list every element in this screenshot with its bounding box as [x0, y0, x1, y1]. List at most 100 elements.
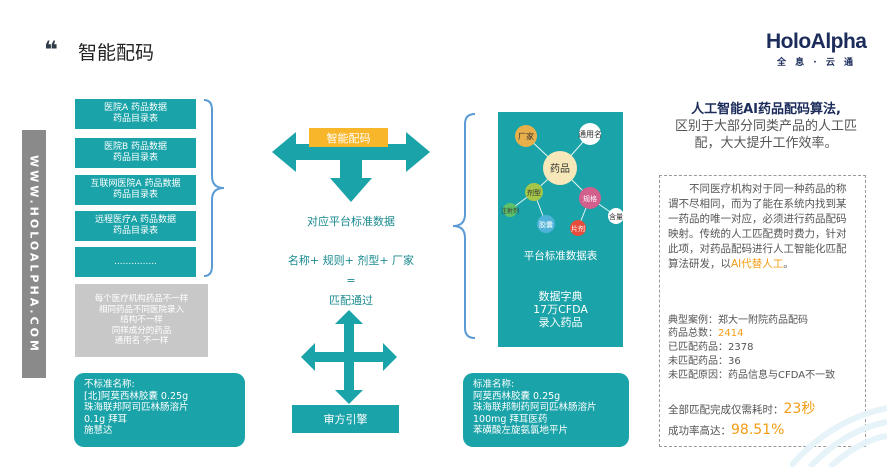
left-brace	[203, 99, 225, 277]
description-body: 不同医疗机构对于同一种药品的称谓不尽相同，而为了能在系统内找到某一药品的唯一对应…	[668, 183, 847, 270]
four-way-arrow	[301, 310, 397, 404]
case-reason: 未匹配原因：药品信息与CFDA不一致	[668, 369, 835, 382]
match-formula: 名称+ 规则+ 剂型+ 厂家	[287, 254, 415, 267]
quote-mark-icon: ❝	[44, 36, 58, 64]
match-result: 匹配通过	[329, 294, 373, 307]
node-label: 厂家	[518, 131, 534, 141]
source-box-telemedicine: 远程医疗A 药品数据 药品目录表	[75, 211, 196, 241]
standard-line: 苯磺酸左旋氨氯地平片	[473, 425, 569, 436]
source-line2: 药品目录表	[112, 114, 158, 124]
node-content	[608, 208, 623, 224]
equals-sign: =	[346, 274, 356, 287]
source-line2: 药品目录表	[112, 153, 158, 163]
nonstandard-line: 0.1g 拜耳	[84, 413, 128, 425]
note-line: 同样成分的药品	[111, 325, 172, 336]
node-label: 含量	[609, 212, 623, 221]
description-end: 。	[783, 258, 794, 270]
audit-engine-box: 审方引擎	[292, 405, 399, 433]
case-unmatched-label: 未匹配药品：	[668, 356, 728, 367]
source-line2: 药品目录表	[112, 226, 158, 236]
case-reason-label: 未匹配原因：	[668, 370, 728, 381]
nonstandard-line: [北]阿莫西林胶囊 0.25g	[84, 390, 189, 402]
case-total: 药品总数：2414	[668, 327, 743, 340]
dict-line: 数据字典	[538, 290, 583, 303]
source-line1: 互联网医院A 药品数据	[90, 179, 181, 189]
case-title: 典型案例：郑大一附院药品配码	[668, 315, 808, 326]
side-bar-url: WWW.HOLOALPHA.COM	[27, 154, 41, 354]
data-dictionary-text: 数据字典 17万CFDA 录入药品	[498, 290, 623, 329]
nonstandard-header: 不标准名称:	[84, 379, 135, 390]
note-box: 每个医疗机构药品不一样 相同药品不同医院录入 结构不一样 同样成分的药品 通用名…	[75, 284, 208, 357]
node-generic-name	[579, 123, 601, 145]
note-line: 每个医疗机构药品不一样	[94, 294, 189, 305]
description-text: 不同医疗机构对于同一种药品的称谓不尽相同，而为了能在系统内找到某一药品的唯一对应…	[668, 182, 856, 272]
description-panel	[659, 175, 866, 447]
side-bar	[22, 130, 46, 378]
case-matched-label: 已匹配药品：	[668, 342, 728, 353]
source-box-internet-hospital: 互联网医院A 药品数据 药品目录表	[75, 175, 196, 205]
case-rate-label: 成功率高达：	[668, 425, 731, 437]
drug-attribute-molecule: 厂家 通用名 药品 剂型 规格 含量 注射剂 胶囊 片剂	[501, 123, 623, 236]
logo-text: HoloAlpha	[766, 30, 867, 53]
headline: 人工智能AI药品配码算法, 区别于大部分同类产品的人工匹配，大大提升工作效率。	[666, 101, 866, 152]
case-matched: 已匹配药品：2378	[668, 341, 753, 354]
case-unmatched: 未匹配药品：36	[668, 355, 741, 368]
case-rate-value: 98.51%	[731, 422, 785, 438]
standard-names-box: 标准名称: 阿莫西林胶囊 0.25g 珠海联邦制药阿司匹林肠溶片 100mg 拜…	[463, 373, 629, 447]
node-drug-center	[543, 151, 577, 185]
headline-highlight: 人工智能AI药品配码算法,	[691, 102, 841, 117]
headline-rest: 区别于大部分同类产品的人工匹配，大大提升工作效率。	[674, 119, 857, 151]
node-label: 通用名	[578, 129, 602, 139]
smart-match-tag: 智能配码	[309, 128, 388, 147]
standard-line: 珠海联邦制药阿司匹林肠溶片	[473, 402, 597, 413]
source-box-more: ...............	[75, 247, 196, 277]
case-time-value: 23秒	[783, 401, 816, 417]
node-manufacturer	[515, 125, 537, 147]
node-label: 注射剂	[501, 207, 519, 215]
description-highlight: AI代替人工	[731, 258, 784, 270]
case-rate: 成功率高达：98.51%	[668, 422, 785, 438]
dict-line: 录入药品	[538, 316, 583, 329]
node-injection	[503, 203, 517, 217]
right-brace	[452, 113, 476, 339]
decorative-arcs	[790, 405, 887, 467]
center-arrow-cross	[272, 132, 430, 202]
nonstandard-line: 珠海联邦阿司匹林肠溶片	[84, 402, 189, 413]
standard-line: 100mg 拜耳医药	[473, 413, 548, 425]
source-box-hospital-b: 医院B 药品数据 药品目录表	[75, 138, 196, 168]
node-label: 胶囊	[539, 220, 553, 229]
note-line: 相同药品不同医院录入	[98, 304, 184, 315]
node-label: 剂型	[527, 188, 541, 197]
standard-table-caption: 平台标准数据表	[523, 250, 598, 262]
source-line1: 医院A 药品数据	[103, 103, 168, 113]
page-title: 智能配码	[78, 42, 155, 64]
case-total-value: 2414	[718, 328, 744, 339]
note-line: 结构不一样	[120, 315, 163, 326]
case-matched-value: 2378	[728, 342, 754, 353]
case-time: 全部匹配完成仅需耗时：23秒	[668, 401, 816, 417]
note-line: 通用名 不一样	[114, 336, 169, 347]
standard-line: 阿莫西林胶囊 0.25g	[473, 390, 561, 402]
case-total-label: 药品总数：	[668, 328, 718, 339]
nonstandard-names-box: 不标准名称: [北]阿莫西林胶囊 0.25g 珠海联邦阿司匹林肠溶片 0.1g …	[74, 373, 245, 447]
source-line2: 药品目录表	[112, 190, 158, 200]
platform-standard-label: 对应平台标准数据	[307, 215, 395, 228]
source-line1: 医院B 药品数据	[103, 142, 168, 152]
source-box-hospital-a: 医院A 药品数据 药品目录表	[75, 99, 196, 129]
case-reason-value: 药品信息与CFDA不一致	[728, 370, 836, 381]
source-line1: ...............	[114, 256, 157, 267]
node-specification	[579, 187, 601, 209]
standard-header: 标准名称:	[473, 379, 515, 390]
case-unmatched-value: 36	[728, 356, 741, 367]
node-capsule	[537, 215, 555, 233]
dict-line: 17万CFDA	[533, 303, 588, 316]
nonstandard-line: 施慧达	[84, 425, 113, 436]
node-dosage-form	[525, 183, 543, 201]
node-label: 规格	[583, 194, 597, 203]
node-tablet	[570, 220, 586, 236]
logo-subtitle: 全 息 · 云 通	[777, 58, 856, 68]
node-label: 药品	[550, 163, 570, 175]
source-line1: 远程医疗A 药品数据	[94, 215, 177, 225]
node-label: 片剂	[571, 224, 585, 233]
case-time-label: 全部匹配完成仅需耗时：	[668, 404, 784, 416]
